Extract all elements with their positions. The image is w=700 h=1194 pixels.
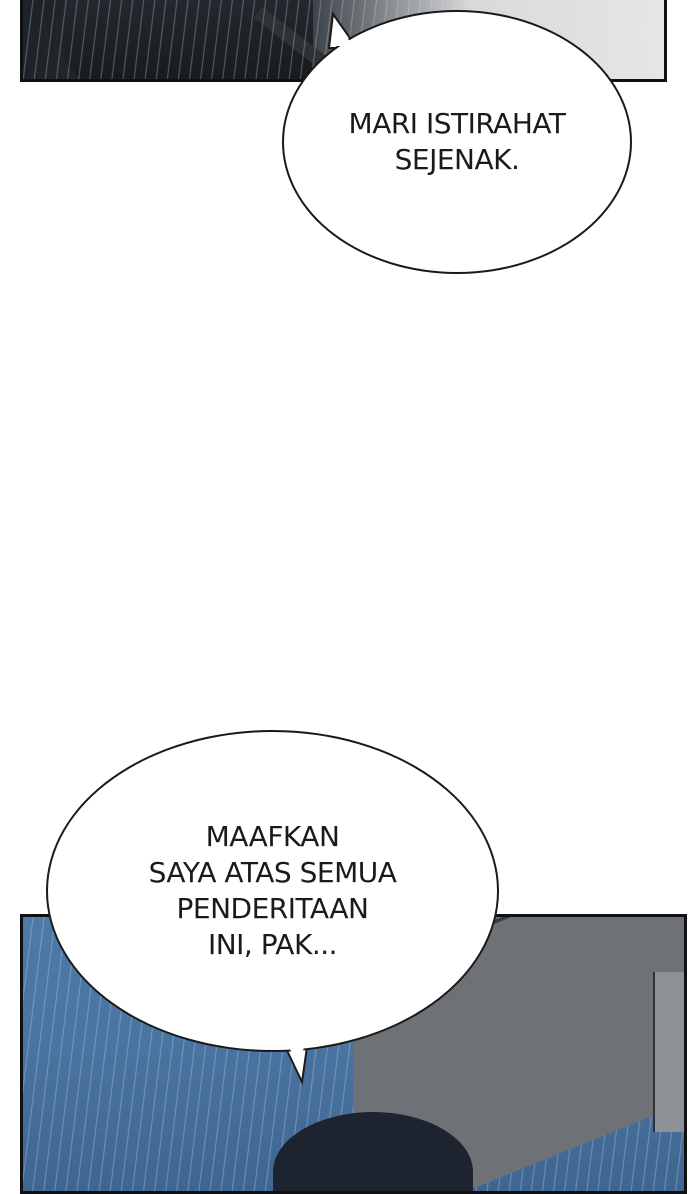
roof-edge-illustration bbox=[653, 972, 684, 1132]
tail-seam-cover bbox=[333, 26, 353, 46]
speech-bubble-text: MAAFKAN SAYA ATAS SEMUA PENDERITAAN INI,… bbox=[148, 820, 397, 961]
soldier-figure-illustration bbox=[63, 0, 313, 79]
tail-seam-cover bbox=[285, 1040, 305, 1068]
speech-bubble-rest: MARI ISTIRAHAT SEJENAK. bbox=[282, 10, 632, 274]
speech-bubble-text: MARI ISTIRAHAT SEJENAK. bbox=[348, 107, 566, 176]
speech-bubble-apology: MAAFKAN SAYA ATAS SEMUA PENDERITAAN INI,… bbox=[46, 730, 499, 1052]
